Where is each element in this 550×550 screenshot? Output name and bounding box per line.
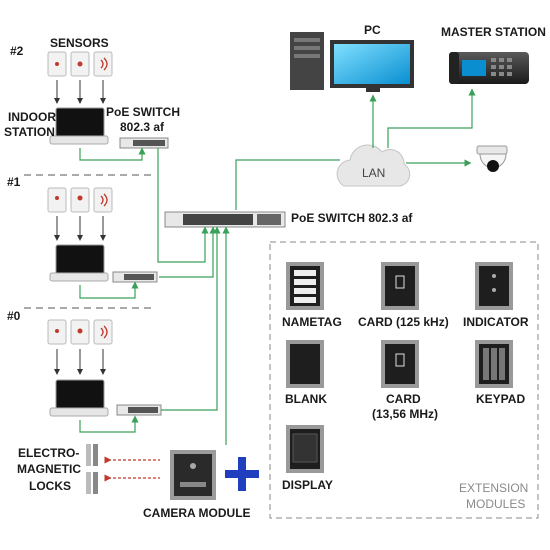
card1356-label-1: CARD <box>386 392 421 406</box>
camera-module-icon <box>170 450 216 500</box>
master-station-label: MASTER STATION <box>441 25 546 39</box>
link-indoor0-switch <box>79 415 139 433</box>
switch-links <box>157 148 340 445</box>
dome-camera-icon <box>476 145 508 172</box>
poe-switch-label-2: 802.3 af <box>120 120 165 134</box>
sensor-links-2 <box>54 80 106 104</box>
locks-label-2: MAGNETIC <box>17 462 81 476</box>
camera-module-label: CAMERA MODULE <box>143 506 251 520</box>
lock-icon <box>86 444 98 494</box>
lan-label: LAN <box>362 166 386 180</box>
blank-module <box>286 340 324 388</box>
monitor-icon <box>330 40 414 92</box>
card125-module <box>381 262 419 310</box>
card1356-label-2: (13,56 MHz) <box>372 407 439 421</box>
indoor-monitor-icon <box>49 107 109 145</box>
nametag-label: NAMETAG <box>282 315 342 329</box>
display-label: DISPLAY <box>282 478 333 492</box>
sensor-links-1 <box>54 216 106 241</box>
sensor-icon <box>47 51 113 77</box>
switch-icon <box>116 404 162 416</box>
locks-label-3: LOCKS <box>29 479 71 493</box>
link-indoor2-switch <box>79 147 146 161</box>
sensor-links-0 <box>54 349 106 375</box>
switch-icon <box>112 271 158 283</box>
sensors-label: SENSORS <box>50 36 109 50</box>
keypad-label: KEYPAD <box>476 392 526 406</box>
pc-tower-icon <box>290 32 324 90</box>
card125-label: CARD (125 kHz) <box>358 315 449 329</box>
floor-1-label: #1 <box>7 175 21 189</box>
poe-switch-label-1: PoE SWITCH <box>106 105 180 119</box>
display-module <box>286 425 324 473</box>
nametag-module <box>286 262 324 310</box>
indoor-monitor-icon <box>49 379 109 417</box>
poe-switch-main-label: PoE SWITCH 802.3 af <box>291 211 413 225</box>
card1356-module <box>381 340 419 388</box>
sensor-icon <box>47 319 113 345</box>
link-indoor1-switch <box>79 281 139 299</box>
plus-icon <box>225 457 259 491</box>
lan-links <box>369 88 476 167</box>
locks-label-1: ELECTRO- <box>18 446 80 460</box>
pc-label: PC <box>364 23 381 37</box>
floor-0-label: #0 <box>7 309 21 323</box>
sensor-icon <box>47 187 113 213</box>
extension-modules-label-2: MODULES <box>466 497 526 511</box>
blank-label: BLANK <box>285 392 327 406</box>
floor-2-label: #2 <box>10 44 24 58</box>
keypad-module <box>475 340 513 388</box>
indicator-label: INDICATOR <box>463 315 529 329</box>
indoor-station-label-2: STATION <box>4 125 55 139</box>
extension-modules-label-1: EXTENSION <box>459 481 529 495</box>
switch-icon <box>164 211 286 228</box>
master-station-icon <box>449 52 529 84</box>
indoor-monitor-icon <box>49 244 109 282</box>
extension-modules-frame <box>269 241 539 519</box>
switch-icon <box>119 137 169 149</box>
indoor-station-label-1: INDOOR <box>8 110 56 124</box>
lock-links <box>104 456 160 482</box>
cloud-icon <box>336 144 411 187</box>
indicator-module <box>475 262 513 310</box>
